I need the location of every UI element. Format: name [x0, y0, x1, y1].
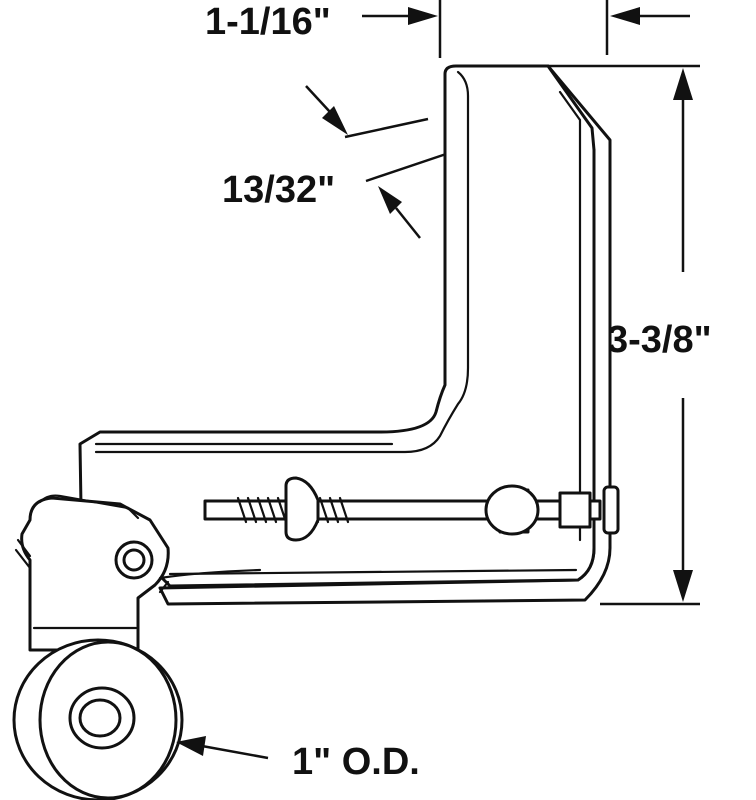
housing-side-lip: [14, 538, 32, 570]
extension-line-lower: [365, 148, 459, 183]
spring-cone: [284, 476, 320, 542]
dimension-arrow-line-upper: [305, 85, 331, 113]
arrowhead-down: [673, 570, 693, 602]
dimension-arrow-line-lower: [395, 207, 421, 239]
housing-top-tab: [38, 494, 140, 520]
screw-nut: [558, 491, 592, 529]
screw-end-cap: [602, 485, 620, 535]
width-top-label: 1-1/16": [205, 1, 331, 43]
adjustment-screw: [203, 476, 620, 542]
wheel-axle: [78, 698, 122, 738]
roller-wheel: [12, 638, 184, 800]
extension-line-upper: [344, 117, 429, 139]
housing-link-line: [158, 580, 170, 594]
arrowhead-up: [378, 186, 402, 214]
height-label: 3-3/8": [607, 319, 712, 361]
arrowhead-left: [610, 7, 640, 25]
housing-spring-clip: [158, 568, 262, 580]
dimension-height: 3-3/8": [548, 64, 712, 606]
thickness-label: 13/32": [222, 169, 335, 211]
arrowhead-up: [673, 68, 693, 100]
leader-line: [201, 744, 269, 760]
arrowhead-down: [322, 106, 348, 135]
screw-head: [484, 484, 540, 536]
leader-arrowhead: [176, 736, 206, 756]
pivot-rivet-inner: [122, 548, 146, 572]
dimension-wheel-od: 1" O.D.: [176, 736, 420, 783]
roller-housing: [14, 494, 262, 652]
arrowhead-right: [408, 7, 438, 25]
dimension-width-top: 1-1/16": [205, 0, 690, 58]
dimension-thickness: 13/32": [222, 85, 459, 239]
flange-fold-line: [94, 70, 470, 454]
wheel-od-label: 1" O.D.: [292, 741, 420, 783]
base-front-line: [168, 568, 578, 576]
flange-edge-line: [558, 90, 582, 542]
